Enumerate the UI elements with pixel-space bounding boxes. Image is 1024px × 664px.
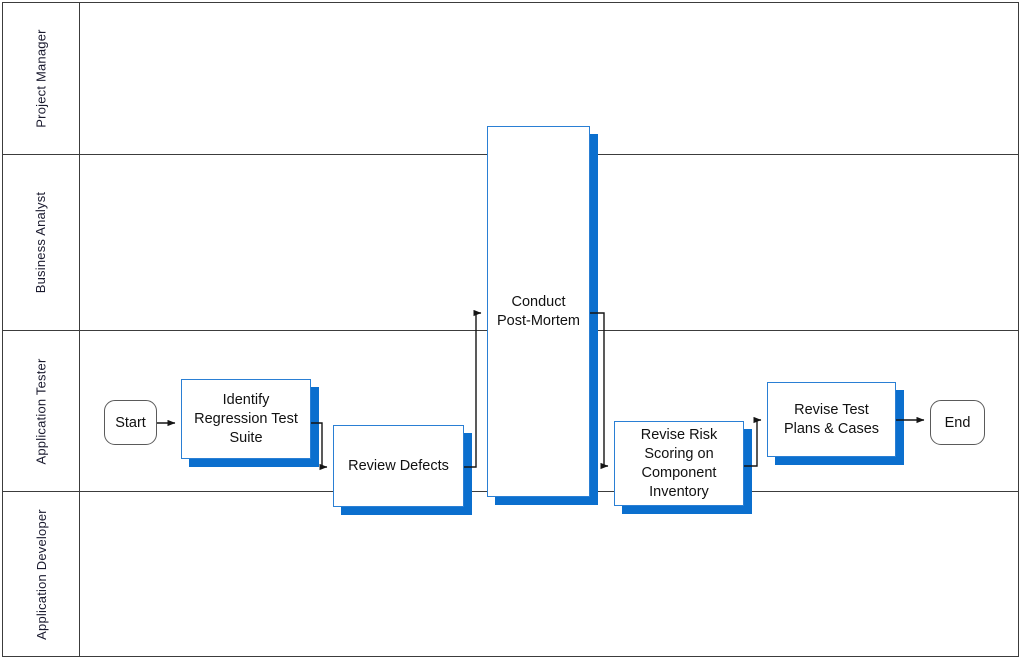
diagram-frame: Project Manager Business Analyst Applica… [2,2,1019,657]
edge-identify-to-review[interactable] [311,422,328,471]
lane-label-application-tester: Application Tester [33,358,49,464]
lane-header-application-developer: Application Developer [3,492,80,656]
node-start-label: Start [115,414,146,431]
node-start[interactable]: Start [104,400,157,445]
node-end[interactable]: End [930,400,985,445]
node-revise-risk-label: Revise Risk Scoring on Component Invento… [640,426,718,500]
lane-header-business-analyst: Business Analyst [3,155,80,330]
lane-label-business-analyst: Business Analyst [33,191,49,294]
lane-business-analyst[interactable]: Business Analyst [3,155,1018,331]
node-end-label: End [944,414,971,431]
lane-header-project-manager: Project Manager [3,3,80,154]
node-postmortem[interactable]: Conduct Post-Mortem [487,126,590,497]
node-revise-tests-label: Revise Test Plans & Cases [783,401,880,437]
node-review[interactable]: Review Defects [333,425,464,507]
edge-revise-risk-to-revise-tests[interactable] [744,416,762,467]
node-revise-risk[interactable]: Revise Risk Scoring on Component Invento… [614,421,744,506]
node-revise-tests[interactable]: Revise Test Plans & Cases [767,382,896,457]
node-identify-label: Identify Regression Test Suite [194,391,298,446]
lane-label-application-developer: Application Developer [33,508,49,640]
lane-application-developer[interactable]: Application Developer [3,492,1018,656]
lane-body-application-developer [80,492,1018,656]
node-postmortem-label: Conduct Post-Mortem [497,293,580,329]
node-identify[interactable]: Identify Regression Test Suite [181,379,311,459]
node-review-label: Review Defects [348,457,449,474]
lane-header-application-tester: Application Tester [3,331,80,491]
lane-label-project-manager: Project Manager [33,29,49,128]
edge-postmortem-to-revise-risk[interactable] [590,312,609,470]
edge-review-to-postmortem[interactable] [464,309,482,468]
